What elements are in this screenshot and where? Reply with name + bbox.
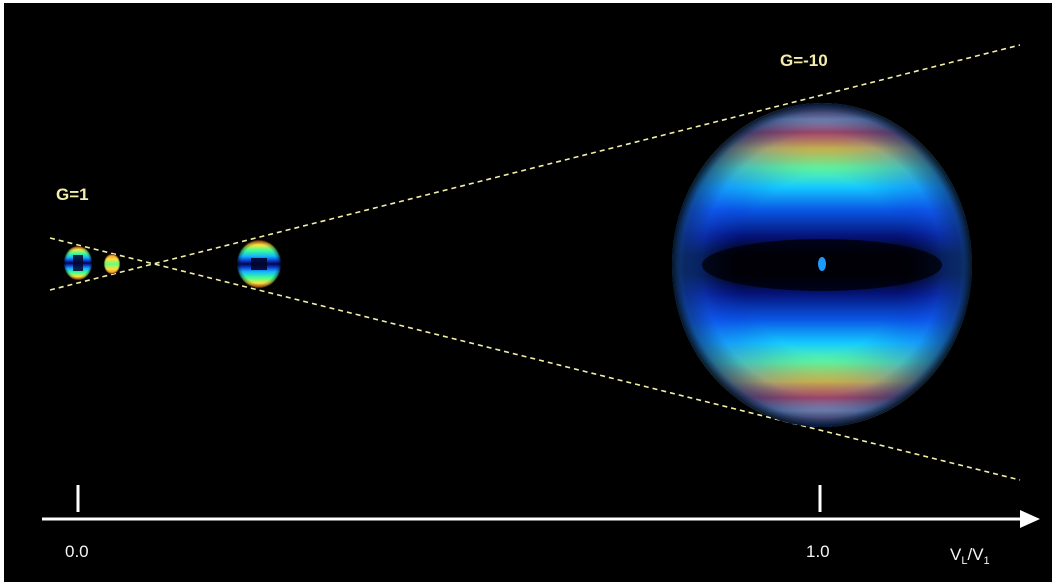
image-g10 — [672, 103, 972, 427]
axis-label: VL/V1 — [950, 545, 990, 567]
label-g1: G=1 — [56, 185, 89, 204]
label-g-10: G=-10 — [780, 51, 828, 70]
image-small-2 — [104, 254, 120, 274]
image-mid — [237, 240, 281, 288]
tick-label-0: 0.0 — [65, 542, 89, 561]
axis-arrowhead — [1020, 510, 1040, 528]
lower-guide-line — [49, 237, 1021, 481]
image-g1 — [64, 246, 92, 280]
upper-guide-line — [49, 44, 1021, 291]
tick-label-1: 1.0 — [806, 542, 830, 561]
